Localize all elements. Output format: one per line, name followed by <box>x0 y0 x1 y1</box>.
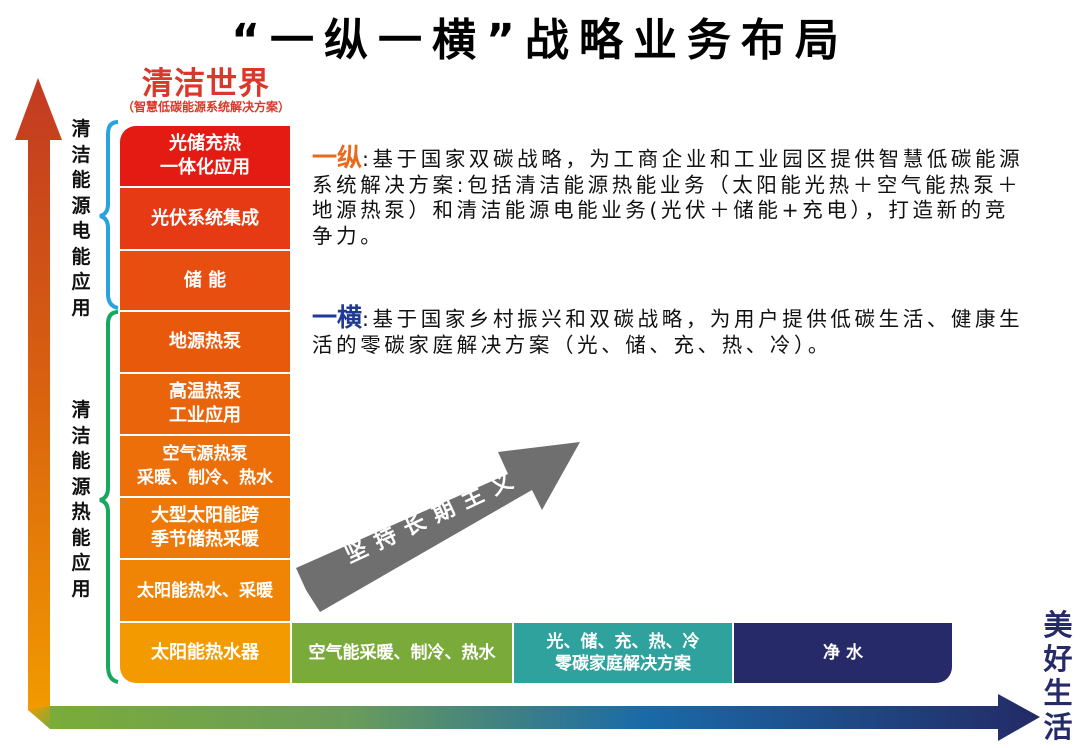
page-title: “一纵一横”战略业务布局 <box>231 15 849 66</box>
horizontal-axis-arrow <box>50 694 1040 741</box>
thermal-bracket <box>99 310 119 684</box>
description-vertical: 一纵:基于国家双碳战略，为工商企业和工业园区提供智慧低碳能源系统解决方案:包括清… <box>312 145 1032 249</box>
electric-bracket <box>99 120 119 310</box>
block-water-purification: 净 水 <box>734 623 952 683</box>
block-solar-water-heater: 太阳能热水器 <box>120 623 290 683</box>
diagonal-arrow-shape <box>296 442 580 612</box>
axis-corner <box>28 706 50 729</box>
long-termism-arrow: 坚持长期主义 <box>296 440 586 620</box>
block-ground-source-heat-pump: 地源热泵 <box>120 312 290 372</box>
group-label-electric: 清洁能源电能应用 <box>71 118 91 319</box>
description-horizontal: 一横:基于国家乡村振兴和双碳战略，为用户提供低碳生活、健康生活的零碳家庭解决方案… <box>312 305 1032 358</box>
block-solar-hot-water-heating: 太阳能热水、采暖 <box>120 560 290 621</box>
separator: : <box>362 147 373 171</box>
vertical-axis-arrow <box>15 78 62 710</box>
axis-end-label: 美好生活 <box>1043 608 1073 744</box>
block-zero-carbon-home: 光、储、充、热、冷 零碳家庭解决方案 <box>514 623 732 683</box>
block-pv-system: 光伏系统集成 <box>120 188 290 249</box>
brand-name: 清洁世界 <box>142 66 270 102</box>
block-air-energy: 空气能采暖、制冷、热水 <box>292 623 512 683</box>
block-seasonal-solar-storage: 大型太阳能跨 季节储热采暖 <box>120 498 290 558</box>
block-pv-storage-integration: 光储充热 一体化应用 <box>120 126 290 186</box>
description-horizontal-text: 基于国家乡村振兴和双碳战略，为用户提供低碳生活、健康生活的零碳家庭解决方案（光、… <box>312 307 1024 357</box>
description-vertical-text: 基于国家双碳战略，为工商企业和工业园区提供智慧低碳能源系统解决方案:包括清洁能源… <box>312 147 1024 248</box>
keyword-vertical: 一纵 <box>312 143 363 172</box>
block-high-temp-heat-pump: 高温热泵 工业应用 <box>120 374 290 434</box>
group-brackets <box>99 120 119 684</box>
block-air-source-heat-pump: 空气源热泵 采暖、制冷、热水 <box>120 436 290 496</box>
keyword-horizontal: 一横 <box>312 303 363 332</box>
group-label-thermal: 清洁能源热能应用 <box>71 399 91 600</box>
brand-subtitle: （智慧低碳能源系统解决方案） <box>121 100 290 114</box>
separator: : <box>362 307 373 331</box>
block-energy-storage: 储 能 <box>120 251 290 310</box>
